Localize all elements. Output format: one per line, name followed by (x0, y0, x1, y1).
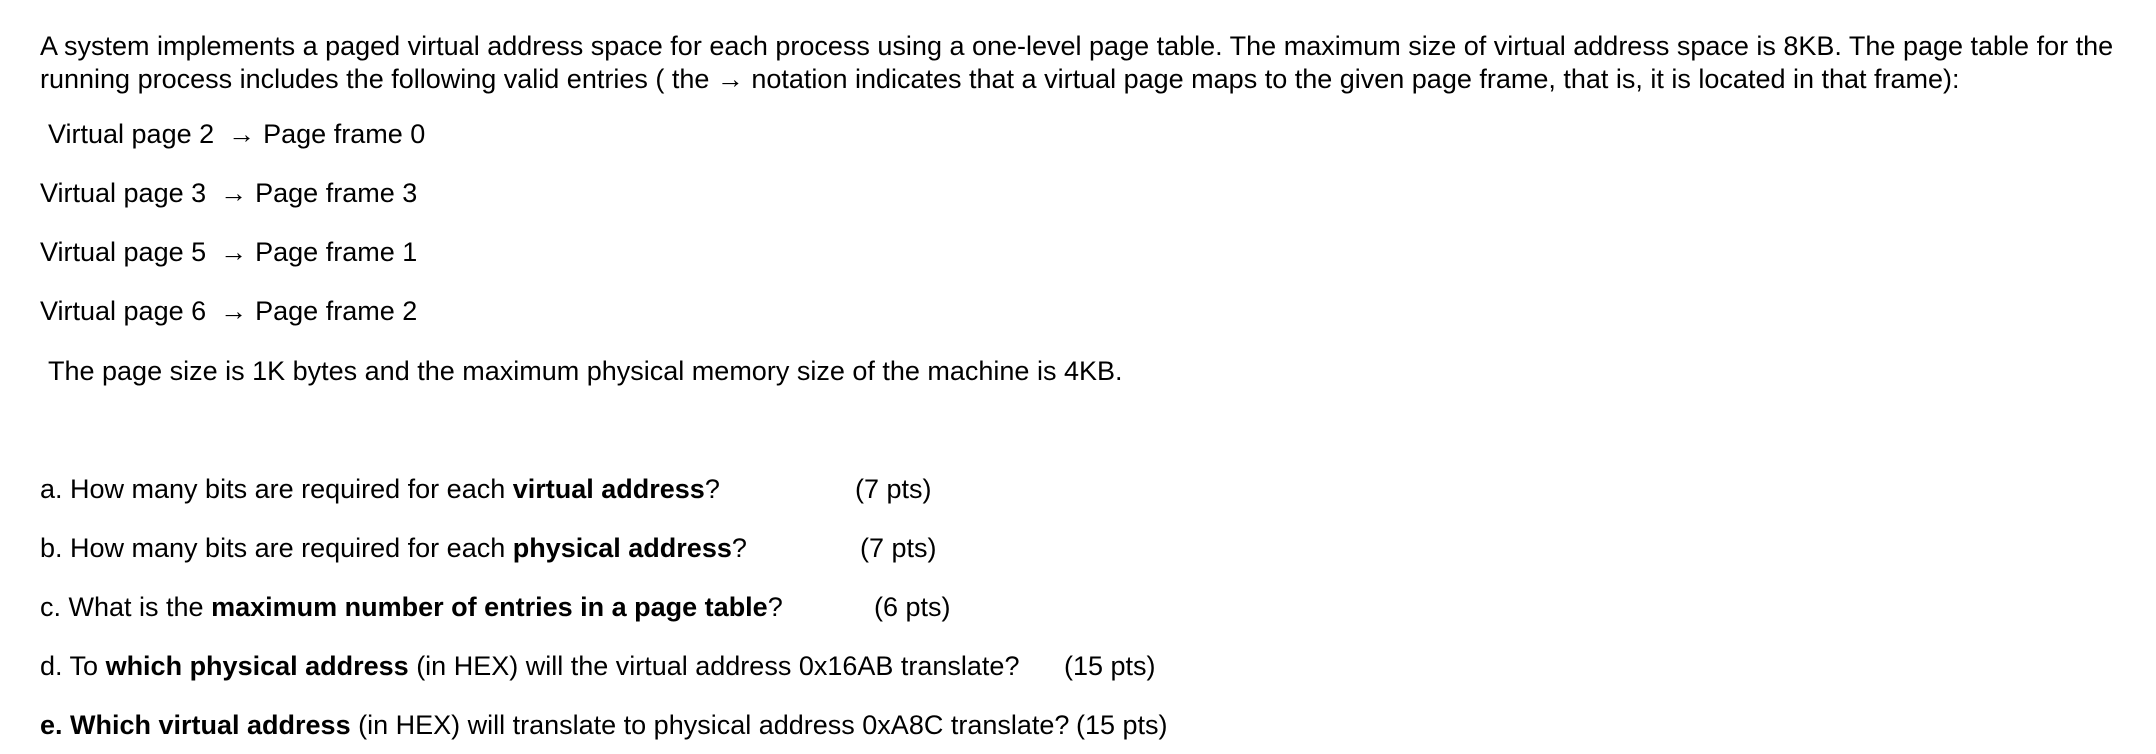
question-text: c. What is the (40, 592, 212, 622)
question-text-end: ? (704, 474, 720, 504)
document-body: A system implements a paged virtual addr… (40, 30, 2120, 740)
question-emphasis: maximum number of entries in a page tabl… (211, 592, 768, 622)
question-emphasis: e. Which virtual address (40, 710, 351, 740)
page-frame-label: Page frame 2 (255, 296, 418, 326)
question-text-end: (in HEX) will the virtual address 0x16AB… (408, 651, 1020, 681)
virtual-page-label: Virtual page 3 (40, 178, 207, 208)
points-label: (15 pts) (1064, 651, 1156, 681)
virtual-page-label: Virtual page 6 (40, 296, 207, 326)
page-frame-label: Page frame 1 (255, 237, 418, 267)
question-c: c. What is the maximum number of entries… (40, 591, 951, 624)
virtual-page-label: Virtual page 2 (48, 119, 215, 149)
question-text: a. How many bits are required for each (40, 474, 513, 504)
question-e: e. Which virtual address (in HEX) will t… (40, 709, 1168, 742)
page-frame-label: Page frame 3 (255, 178, 418, 208)
virtual-page-label: Virtual page 5 (40, 237, 207, 267)
question-text: d. To (40, 651, 106, 681)
question-text: b. How many bits are required for each (40, 533, 513, 563)
maps-to-arrow-icon: → (220, 296, 248, 326)
points-label: (15 pts) (1076, 710, 1168, 740)
question-d: d. To which physical address (in HEX) wi… (40, 650, 1156, 683)
mapping-row: Virtual page 3 →Page frame 3 (40, 177, 417, 210)
question-text-end: (in HEX) will translate to physical addr… (350, 710, 1070, 740)
page-frame-label: Page frame 0 (263, 119, 426, 149)
question-text-end: ? (767, 592, 783, 622)
points-label: (6 pts) (874, 592, 951, 622)
question-emphasis: physical address (512, 533, 732, 563)
maps-to-arrow-icon: → (228, 119, 256, 149)
mapping-row: Virtual page 6 →Page frame 2 (40, 295, 417, 328)
mapping-row: Virtual page 2 →Page frame 0 (48, 118, 425, 151)
question-emphasis: virtual address (512, 474, 705, 504)
question-a: a. How many bits are required for each v… (40, 473, 932, 506)
points-label: (7 pts) (860, 533, 937, 563)
mapping-row: Virtual page 5 →Page frame 1 (40, 236, 417, 269)
maps-to-arrow-icon: → (220, 178, 248, 208)
points-label: (7 pts) (855, 474, 932, 504)
maps-to-arrow-icon: → (220, 237, 248, 267)
question-text-end: ? (731, 533, 747, 563)
intro-paragraph: A system implements a paged virtual addr… (40, 31, 2114, 94)
page-size-note: The page size is 1K bytes and the maximu… (48, 356, 1123, 386)
question-emphasis: which physical address (105, 651, 409, 681)
question-b: b. How many bits are required for each p… (40, 532, 937, 565)
